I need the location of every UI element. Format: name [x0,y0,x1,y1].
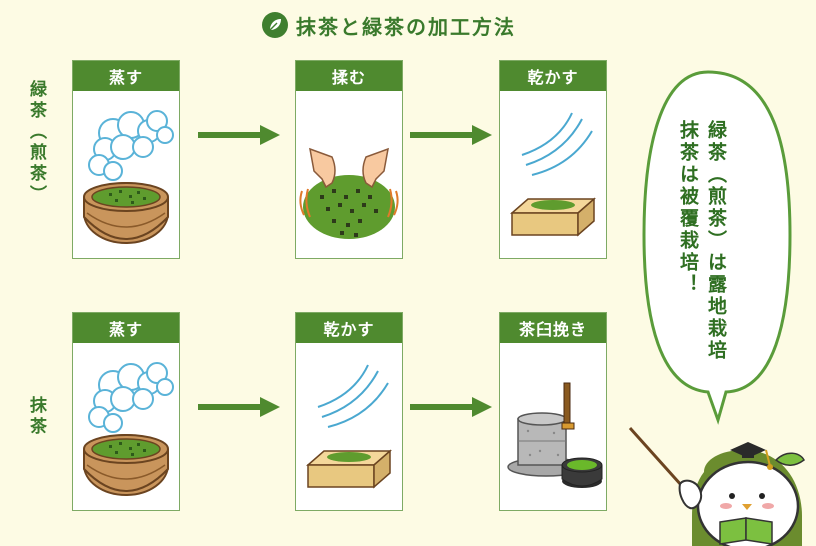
drying-tray-icon [306,364,392,489]
row-label-matcha: 抹茶 [26,396,46,438]
step-card-steam-top: 蒸す [72,60,180,259]
row-label-green-tea: 緑茶（煎茶） [26,80,46,206]
step-label: 蒸す [73,313,179,343]
step-label: 乾かす [296,313,402,343]
rolling-hands-icon [299,147,399,239]
leaf-icon [262,12,288,38]
steamer-icon [83,110,174,244]
step-card-roll: 揉む [295,60,403,259]
bubble-line-1: 緑茶（煎茶）は露地栽培 [705,120,727,362]
step-label: 蒸す [73,61,179,91]
step-label: 乾かす [500,61,606,91]
mascot-icon [628,426,805,546]
arrow-right-icon [410,397,492,417]
page-title: 抹茶と緑茶の加工方法 [262,10,516,40]
bubble-line-2: 抹茶は被覆栽培！ [677,120,699,296]
step-card-steam-bottom: 蒸す [72,312,180,511]
arrow-right-icon [198,397,280,417]
steamer-icon [83,362,174,496]
step-card-dry-top: 乾かす [499,60,607,259]
arrow-right-icon [410,125,492,145]
drying-tray-icon [510,112,596,237]
millstone-icon [507,382,603,488]
arrow-right-icon [198,125,280,145]
step-card-dry-bottom: 乾かす [295,312,403,511]
step-label: 茶臼挽き [500,313,606,343]
title-text: 抹茶と緑茶の加工方法 [296,14,516,39]
step-label: 揉む [296,61,402,91]
step-card-millstone: 茶臼挽き [499,312,607,511]
